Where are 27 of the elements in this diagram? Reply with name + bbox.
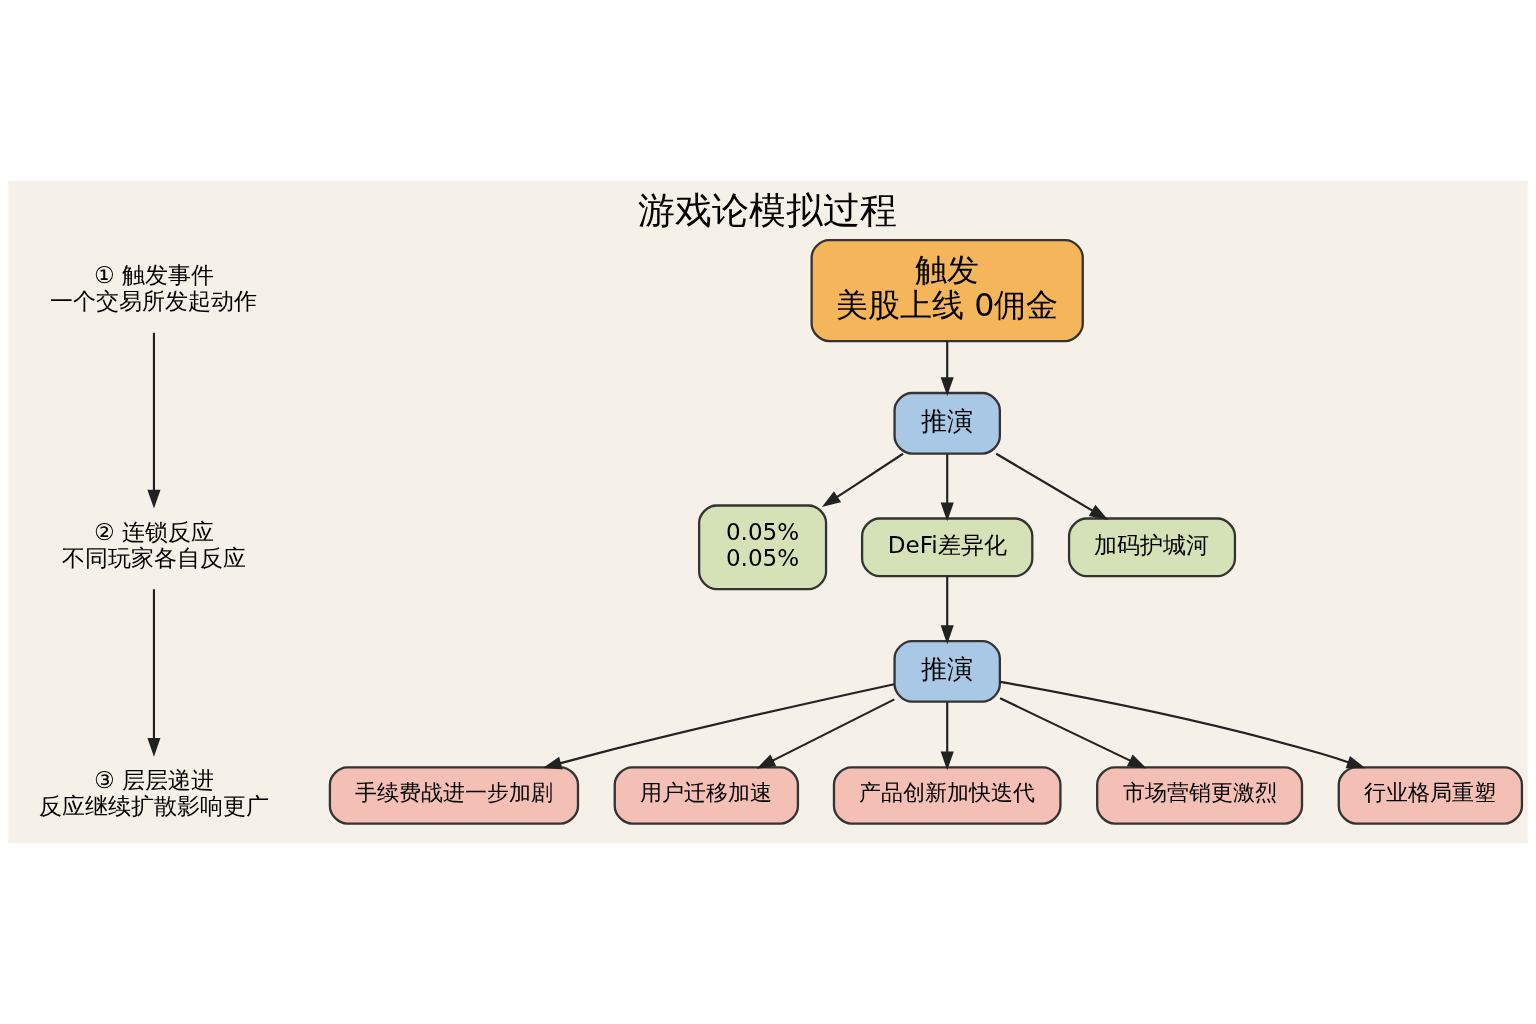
node-box: 产品创新加快迭代 bbox=[832, 766, 1062, 825]
arrow bbox=[542, 683, 895, 770]
diagram-title: 游戏论模拟过程 bbox=[638, 187, 898, 232]
arrow bbox=[147, 589, 161, 757]
arrow bbox=[995, 452, 1109, 521]
arrow bbox=[821, 452, 904, 507]
arrow bbox=[940, 576, 954, 645]
node-box: DeFi差异化 bbox=[860, 517, 1034, 578]
node-text: ① 触发事件 一个交易所发起动作 bbox=[50, 262, 258, 315]
node-box: 加码护城河 bbox=[1067, 517, 1237, 578]
arrow bbox=[756, 698, 895, 769]
arrow bbox=[999, 697, 1147, 769]
arrow bbox=[147, 332, 161, 509]
node-text: ② 连锁反应 不同玩家各自反应 bbox=[61, 518, 246, 571]
node-box: 推演 bbox=[893, 391, 1001, 455]
node-box: 市场营销更激烈 bbox=[1096, 766, 1304, 825]
node-box: 0.05% 0.05% bbox=[697, 504, 828, 591]
arrow bbox=[940, 341, 954, 396]
arrow bbox=[1000, 680, 1366, 769]
arrow bbox=[940, 702, 954, 771]
node-box: 推演 bbox=[893, 639, 1001, 703]
node-box: 触发 美股上线 0佣金 bbox=[810, 238, 1084, 343]
node-box: 用户迁移加速 bbox=[613, 766, 800, 825]
arrow bbox=[940, 454, 954, 522]
node-text: ③ 层层递进 反应继续扩散影响更广 bbox=[38, 766, 269, 819]
node-box: 行业格局重塑 bbox=[1337, 766, 1524, 825]
node-box: 手续费战进一步加剧 bbox=[328, 766, 580, 825]
